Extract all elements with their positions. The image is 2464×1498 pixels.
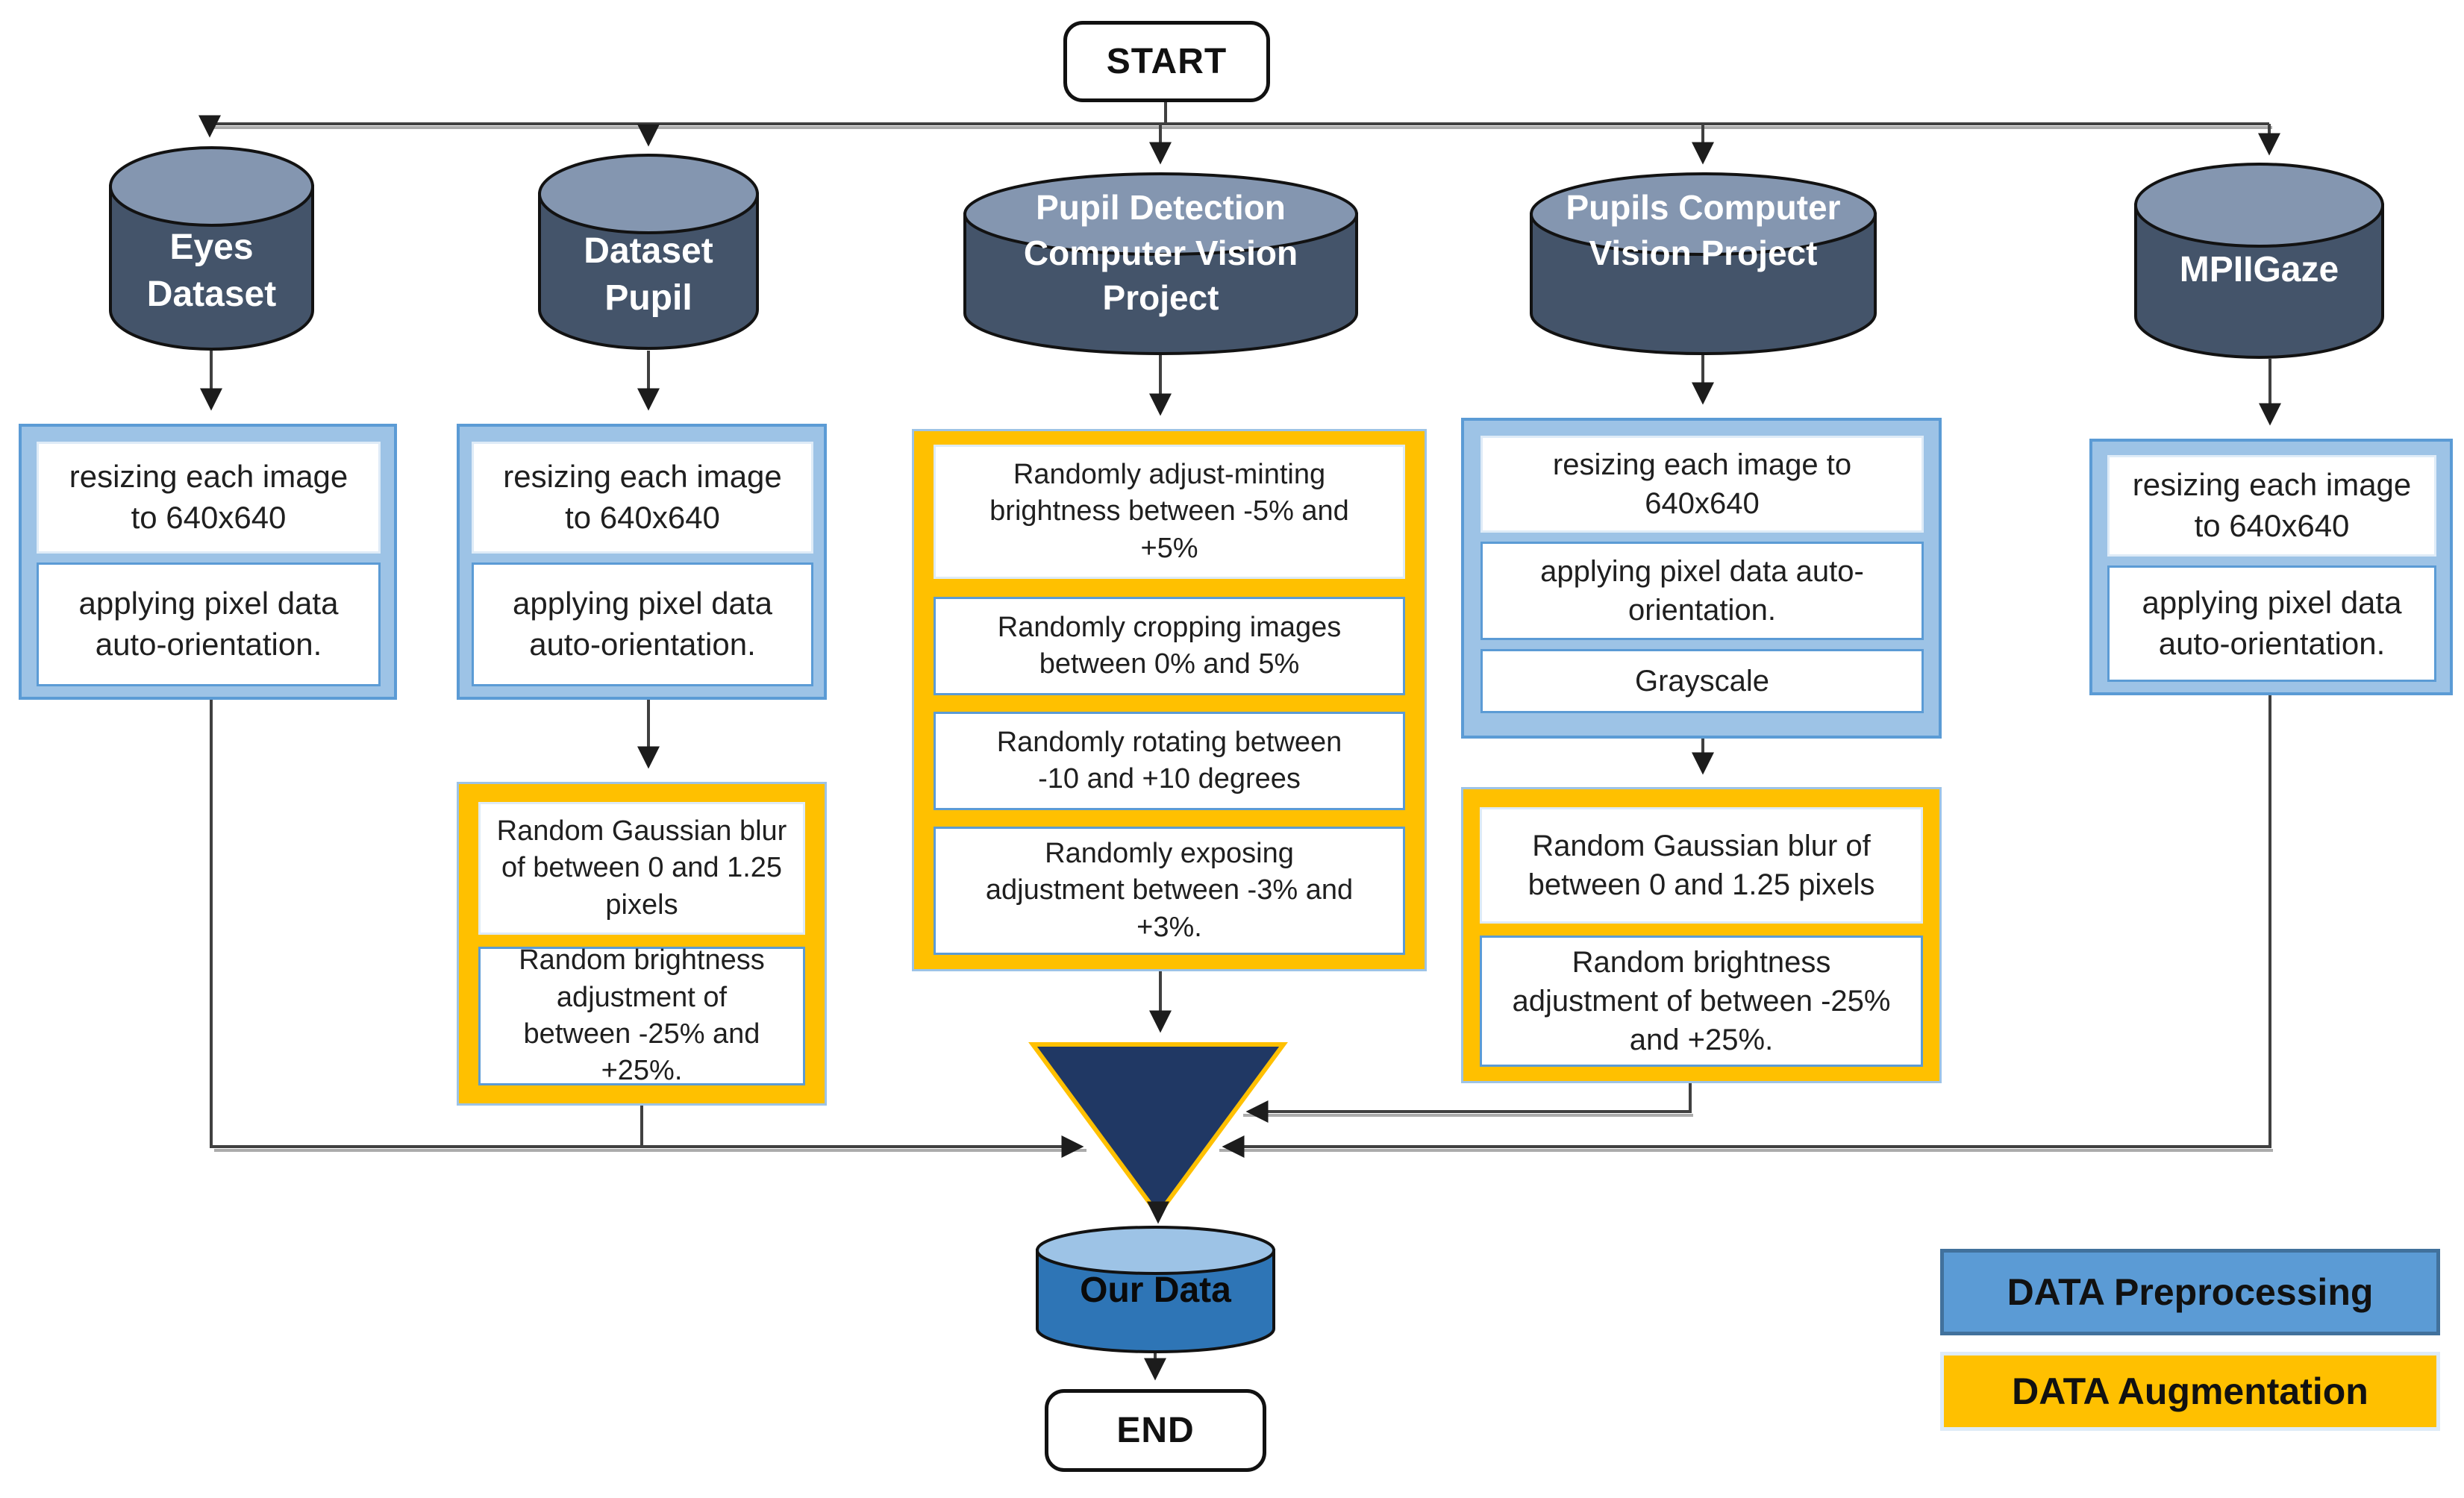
legend-data-preprocessing: DATA Preprocessing <box>1940 1249 2440 1335</box>
augment-step: Random Gaussian blur of between 0 and 1.… <box>478 802 805 935</box>
pupil-detection-augmentation-container: Randomly adjust-minting brightness betwe… <box>912 429 1427 971</box>
pupils-cylinder <box>1530 172 1877 355</box>
pupils-to-funnel-line <box>1245 1083 1692 1123</box>
augment-step: Randomly rotating between -10 and +10 de… <box>934 712 1405 810</box>
cylinder-top-ellipse <box>538 154 759 234</box>
cylinder-top-ellipse <box>1530 172 1877 256</box>
our-data-cylinder <box>1036 1226 1275 1353</box>
process-step: applying pixel data auto-orientation. <box>2107 565 2436 682</box>
mpiigaze-cylinder-label: MPIIGaze <box>2179 250 2339 289</box>
augment-step: Random Gaussian blur of between 0 and 1.… <box>1480 807 1923 924</box>
pupil-detection-cylinder <box>963 172 1358 355</box>
cylinder-top-ellipse <box>963 172 1358 256</box>
eyes-dataset-cylinder-label: Eyes Dataset <box>146 228 277 315</box>
augment-step: Randomly exposing adjustment between -3%… <box>934 827 1405 955</box>
dataset-pupil-cylinder <box>538 154 759 350</box>
cylinder-top-ellipse <box>1036 1226 1275 1275</box>
end-node: END <box>1045 1389 1266 1472</box>
augment-step: Randomly cropping images between 0% and … <box>934 597 1405 695</box>
cylinder-top-ellipse <box>109 146 314 227</box>
dataset-pupil-cylinder-label: Dataset Pupil <box>584 231 713 319</box>
pupils-augmentation-container: Random Gaussian blur of between 0 and 1.… <box>1461 787 1942 1083</box>
mpiigaze-preprocessing-container: resizing each image to 640x640 applying … <box>2089 439 2453 695</box>
pupils-cylinder-label: Pupils Computer Vision Project <box>1566 188 1841 272</box>
eyes-to-funnel-line <box>210 700 1084 1158</box>
dataset-pupil-preprocessing-container: resizing each image to 640x640 applying … <box>457 424 827 700</box>
eyes-preprocessing-container: resizing each image to 640x640 applying … <box>19 424 397 700</box>
process-step: resizing each image to 640x640 <box>472 442 813 554</box>
start-node: START <box>1063 21 1270 102</box>
pupils-preprocessing-container: resizing each image to 640x640 applying … <box>1461 418 1942 739</box>
dataset-pupil-augmentation-container: Random Gaussian blur of between 0 and 1.… <box>457 782 827 1106</box>
mpiigaze-cylinder <box>2134 163 2384 359</box>
process-step: resizing each image to 640x640 <box>2107 455 2436 557</box>
pupil-detection-cylinder-label: Pupil Detection Computer Vision Project <box>1023 188 1298 318</box>
augment-step: Randomly adjust-minting brightness betwe… <box>934 445 1405 579</box>
cylinder-top-ellipse <box>2134 163 2384 248</box>
legend-data-augmentation: DATA Augmentation <box>1940 1352 2440 1431</box>
augment-step: Random brightness adjustment of between … <box>478 944 805 1086</box>
process-step: applying pixel data auto-orientation. <box>472 562 813 686</box>
process-step: resizing each image to 640x640 <box>1480 436 1924 533</box>
process-step: Grayscale <box>1480 649 1924 713</box>
eyes-dataset-cylinder <box>109 146 314 351</box>
process-step: resizing each image to 640x640 <box>37 442 381 554</box>
funnel-shape <box>1028 1042 1288 1219</box>
mpiigaze-to-funnel-line <box>1222 695 2271 1158</box>
process-step: applying pixel data auto-orientation. <box>1480 542 1924 640</box>
our-data-label: Our Data <box>1080 1270 1231 1310</box>
process-step: applying pixel data auto-orientation. <box>37 562 381 686</box>
augment-step: Random brightness adjustment of between … <box>1480 936 1923 1067</box>
